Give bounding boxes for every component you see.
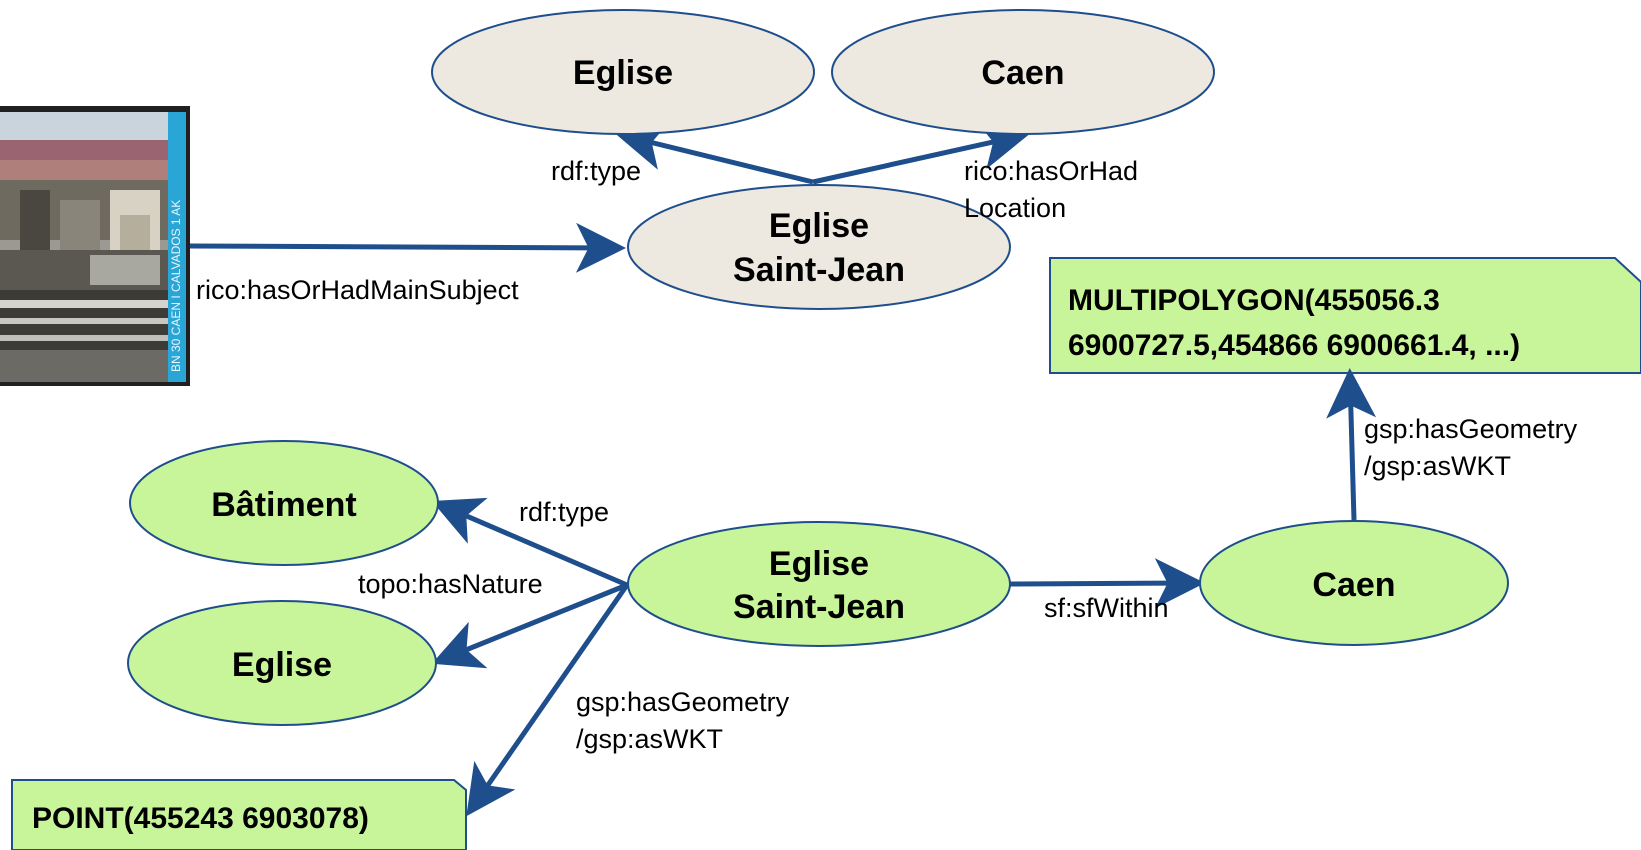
edge-label-geometry-caen-line1: gsp:hasGeometry — [1364, 414, 1578, 444]
node-caen-top: Caen — [831, 9, 1215, 135]
edge-label-rdf-type-bottom: rdf:type — [519, 497, 609, 527]
edge-label-has-location-line1: rico:hasOrHad — [964, 156, 1138, 186]
edge-has-location-top — [812, 120, 1030, 185]
edge-label-sf-within: sf:sfWithin — [1044, 593, 1169, 623]
multipolygon-wkt-line2: 6900727.5,454866 6900661.4, ...) — [1068, 329, 1520, 362]
node-eglise-nature-label: Eglise — [232, 646, 332, 684]
node-caen-bottom-label: Caen — [1312, 566, 1395, 604]
node-caen-top-label: Caen — [981, 54, 1064, 92]
photo-strip-text: BN 30 CAEN I CALVADOS 1 AK — [169, 200, 183, 372]
node-eglise-saint-jean-bottom-line1: Eglise — [769, 545, 869, 583]
multipolygon-wkt-box: MULTIPOLYGON(455056.3 6900727.5,454866 6… — [1049, 257, 1641, 374]
node-eglise-class-top-label: Eglise — [573, 54, 673, 92]
node-eglise-saint-jean-bottom: Eglise Saint-Jean — [627, 521, 1011, 647]
edge-has-nature — [431, 582, 628, 669]
edge-sf-within — [1009, 558, 1205, 609]
node-eglise-nature: Eglise — [127, 600, 437, 726]
edge-geometry-point — [466, 583, 630, 817]
edge-label-main-subject: rico:hasOrHadMainSubject — [196, 275, 519, 305]
edge-rdf-type-bottom — [431, 497, 628, 588]
point-wkt-text: POINT(455243 6903078) — [32, 802, 369, 835]
node-eglise-class-top: Eglise — [431, 9, 815, 135]
edge-label-has-nature: topo:hasNature — [358, 569, 543, 599]
node-batiment: Bâtiment — [129, 440, 439, 566]
edge-label-geometry-caen-line2: /gsp:asWKT — [1364, 451, 1511, 481]
node-eglise-saint-jean-top: Eglise Saint-Jean — [627, 184, 1011, 310]
multipolygon-wkt-line1: MULTIPOLYGON(455056.3 — [1068, 284, 1440, 317]
edge-geometry-caen — [1326, 368, 1377, 521]
edge-main-subject — [189, 222, 626, 273]
point-wkt-box: POINT(455243 6903078) — [11, 779, 467, 850]
edge-label-geometry-point-line1: gsp:hasGeometry — [576, 687, 790, 717]
archive-photo-icon: BN 30 CAEN I CALVADOS 1 AK — [0, 106, 190, 386]
node-eglise-saint-jean-top-line2: Saint-Jean — [733, 251, 905, 289]
edge-label-rdf-type-top: rdf:type — [551, 156, 641, 186]
edge-label-has-location-line2: Location — [964, 193, 1066, 223]
node-batiment-label: Bâtiment — [211, 486, 356, 524]
node-eglise-saint-jean-bottom-line2: Saint-Jean — [733, 588, 905, 626]
edge-rdf-type-top — [615, 121, 814, 185]
node-eglise-saint-jean-top-line1: Eglise — [769, 207, 869, 245]
node-caen-bottom: Caen — [1199, 520, 1509, 646]
edge-label-geometry-point-line2: /gsp:asWKT — [576, 724, 723, 754]
